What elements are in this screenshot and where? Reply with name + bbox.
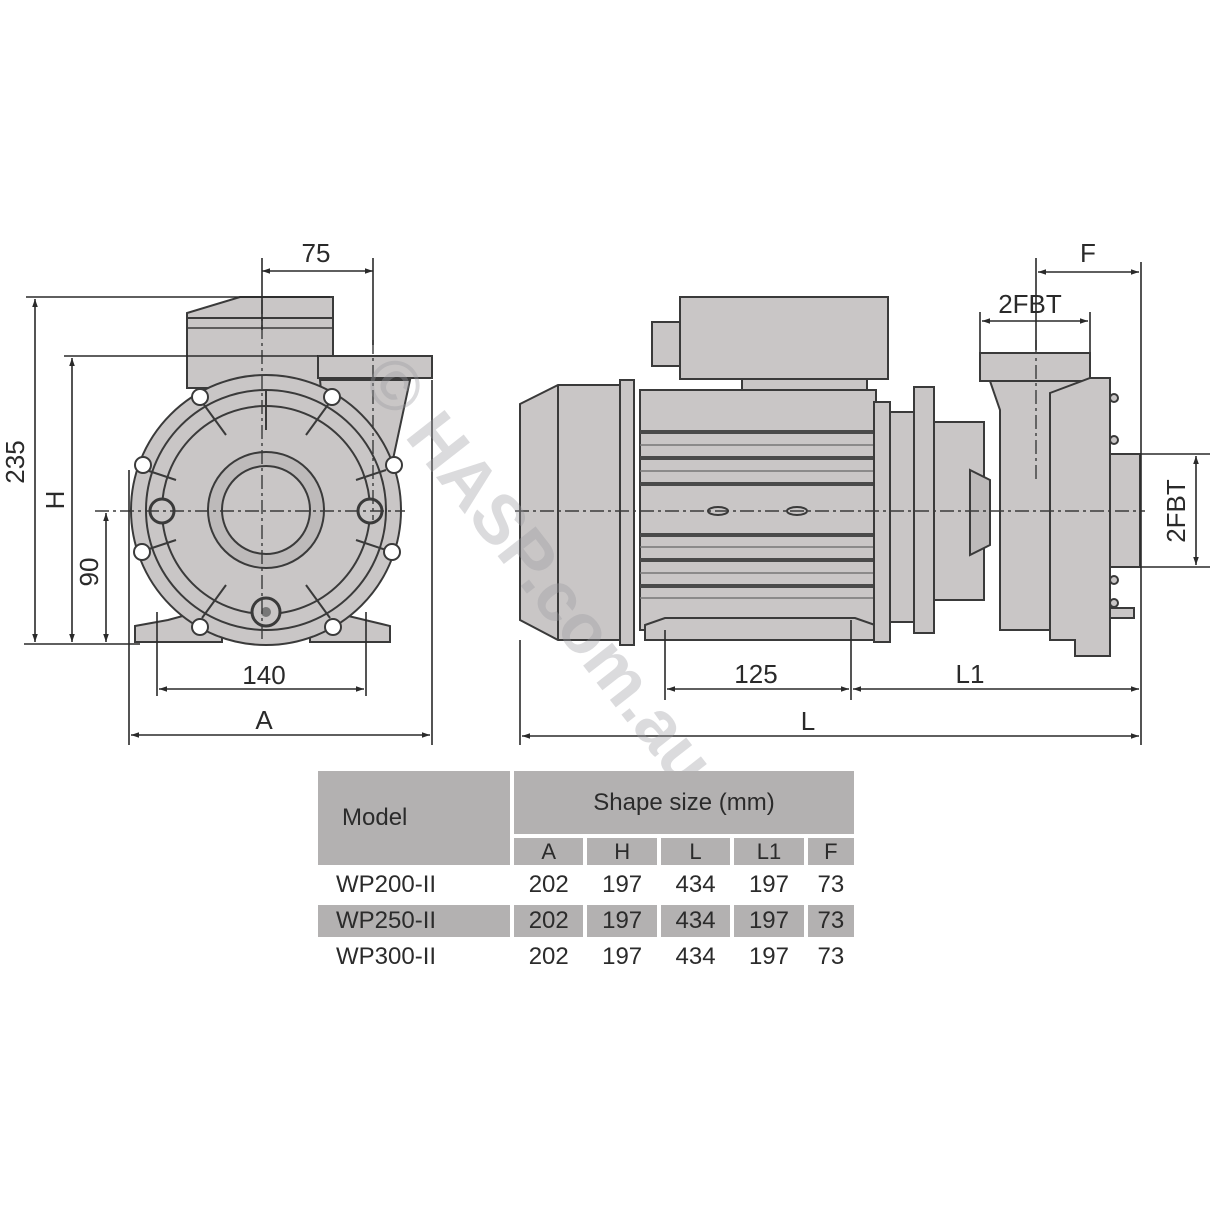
dim-l-label: L	[801, 706, 815, 736]
side-view: F 2FBT 2FBT 125 L1 L	[515, 238, 1210, 745]
value-cell: 197	[748, 871, 789, 898]
col-header-a: A	[514, 838, 584, 865]
model-cell: WP300-II	[336, 943, 437, 970]
value-cell: 202	[528, 943, 569, 970]
value-cell: 73	[817, 871, 845, 898]
dim-235-label: 235	[0, 440, 30, 483]
col-header-l: L	[660, 838, 731, 865]
value-cell: 434	[675, 871, 716, 898]
col-header-l1: L1	[734, 838, 804, 865]
table-row: WP300-II 202 197 434 197 73	[318, 941, 854, 973]
dim-2fbt-top-label: 2FBT	[998, 289, 1062, 319]
value-cell: 197	[748, 943, 789, 970]
dim-75-label: 75	[302, 238, 331, 268]
shape-size-header: Shape size (mm)	[514, 771, 854, 835]
value-cell: 202	[514, 905, 584, 937]
dim-f-label: F	[1080, 238, 1096, 268]
table-row: WP250-II 202 197 434 197 73	[318, 905, 854, 937]
col-header-h: H	[587, 838, 657, 865]
table-row: WP200-II 202 197 434 197 73	[318, 869, 854, 901]
model-cell: WP200-II	[336, 871, 437, 898]
value-cell: 197	[602, 943, 643, 970]
dim-a-label: A	[255, 705, 273, 735]
model-header: Model	[318, 771, 510, 865]
spec-table: Model Shape size (mm) A H L L1 F WP200-I…	[314, 767, 858, 977]
value-cell: 73	[807, 905, 854, 937]
value-cell: 197	[734, 905, 804, 937]
value-cell: 434	[675, 943, 716, 970]
value-cell: 434	[660, 905, 731, 937]
front-view: 75 235 H 90 140 A	[0, 238, 433, 745]
dim-140-label: 140	[242, 660, 285, 690]
dim-125-label: 125	[734, 659, 777, 689]
value-cell: 197	[587, 905, 657, 937]
dim-2fbt-side-label: 2FBT	[1161, 479, 1191, 543]
col-header-f: F	[807, 838, 854, 865]
dim-h-label: H	[40, 491, 70, 510]
value-cell: 197	[602, 871, 643, 898]
model-cell: WP250-II	[318, 905, 510, 937]
value-cell: 73	[817, 943, 845, 970]
dim-90-label: 90	[74, 558, 104, 587]
value-cell: 202	[528, 871, 569, 898]
dim-l1-label: L1	[956, 659, 985, 689]
